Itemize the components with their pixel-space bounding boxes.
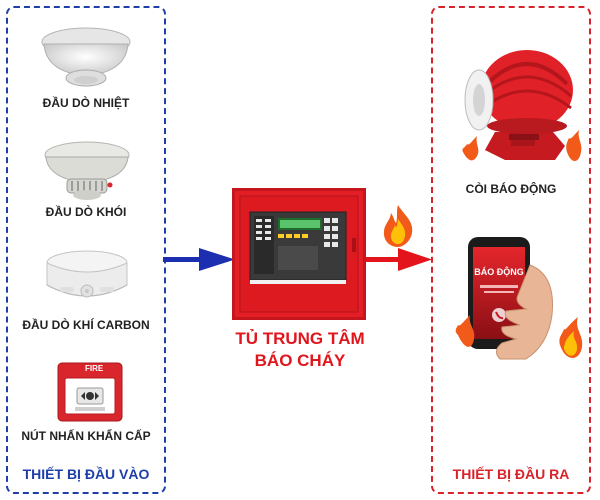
arrow-in bbox=[163, 248, 235, 271]
call-point-fire-text: FIRE bbox=[85, 364, 104, 373]
arrow-out bbox=[366, 248, 432, 271]
heat-detector-label: ĐẦU DÒ NHIỆT bbox=[42, 96, 130, 110]
carbon-detector-icon bbox=[46, 250, 128, 298]
phone-alert-text: BÁO ĐỘNG bbox=[474, 266, 524, 277]
flame-icon bbox=[383, 205, 413, 247]
output-panel-title: THIẾT BỊ ĐẦU RA bbox=[452, 466, 570, 482]
siren-label: CÒI BÁO ĐỘNG bbox=[465, 182, 557, 196]
input-panel-title: THIẾT BỊ ĐẦU VÀO bbox=[22, 466, 150, 482]
heat-detector-icon bbox=[41, 27, 131, 87]
call-point-label: NÚT NHẤN KHẨN CẤP bbox=[21, 429, 151, 443]
center-title-line2: BÁO CHÁY bbox=[254, 351, 346, 370]
smoke-detector-label: ĐẦU DÒ KHÓI bbox=[45, 205, 127, 219]
phone-alert-icon: BÁO ĐỘNG bbox=[455, 237, 583, 360]
output-devices-panel bbox=[431, 6, 591, 494]
siren-icon bbox=[462, 50, 582, 161]
center-title-line1: TỦ TRUNG TÂM bbox=[235, 329, 365, 348]
smoke-detector-icon bbox=[44, 141, 130, 200]
carbon-detector-label: ĐẦU DÒ KHÍ CARBON bbox=[22, 318, 150, 332]
input-devices-panel bbox=[6, 6, 166, 494]
fire-alarm-control-panel-icon bbox=[232, 188, 366, 320]
manual-call-point-icon bbox=[57, 362, 123, 422]
center-panel-title: TỦ TRUNG TÂM BÁO CHÁY bbox=[225, 328, 375, 372]
